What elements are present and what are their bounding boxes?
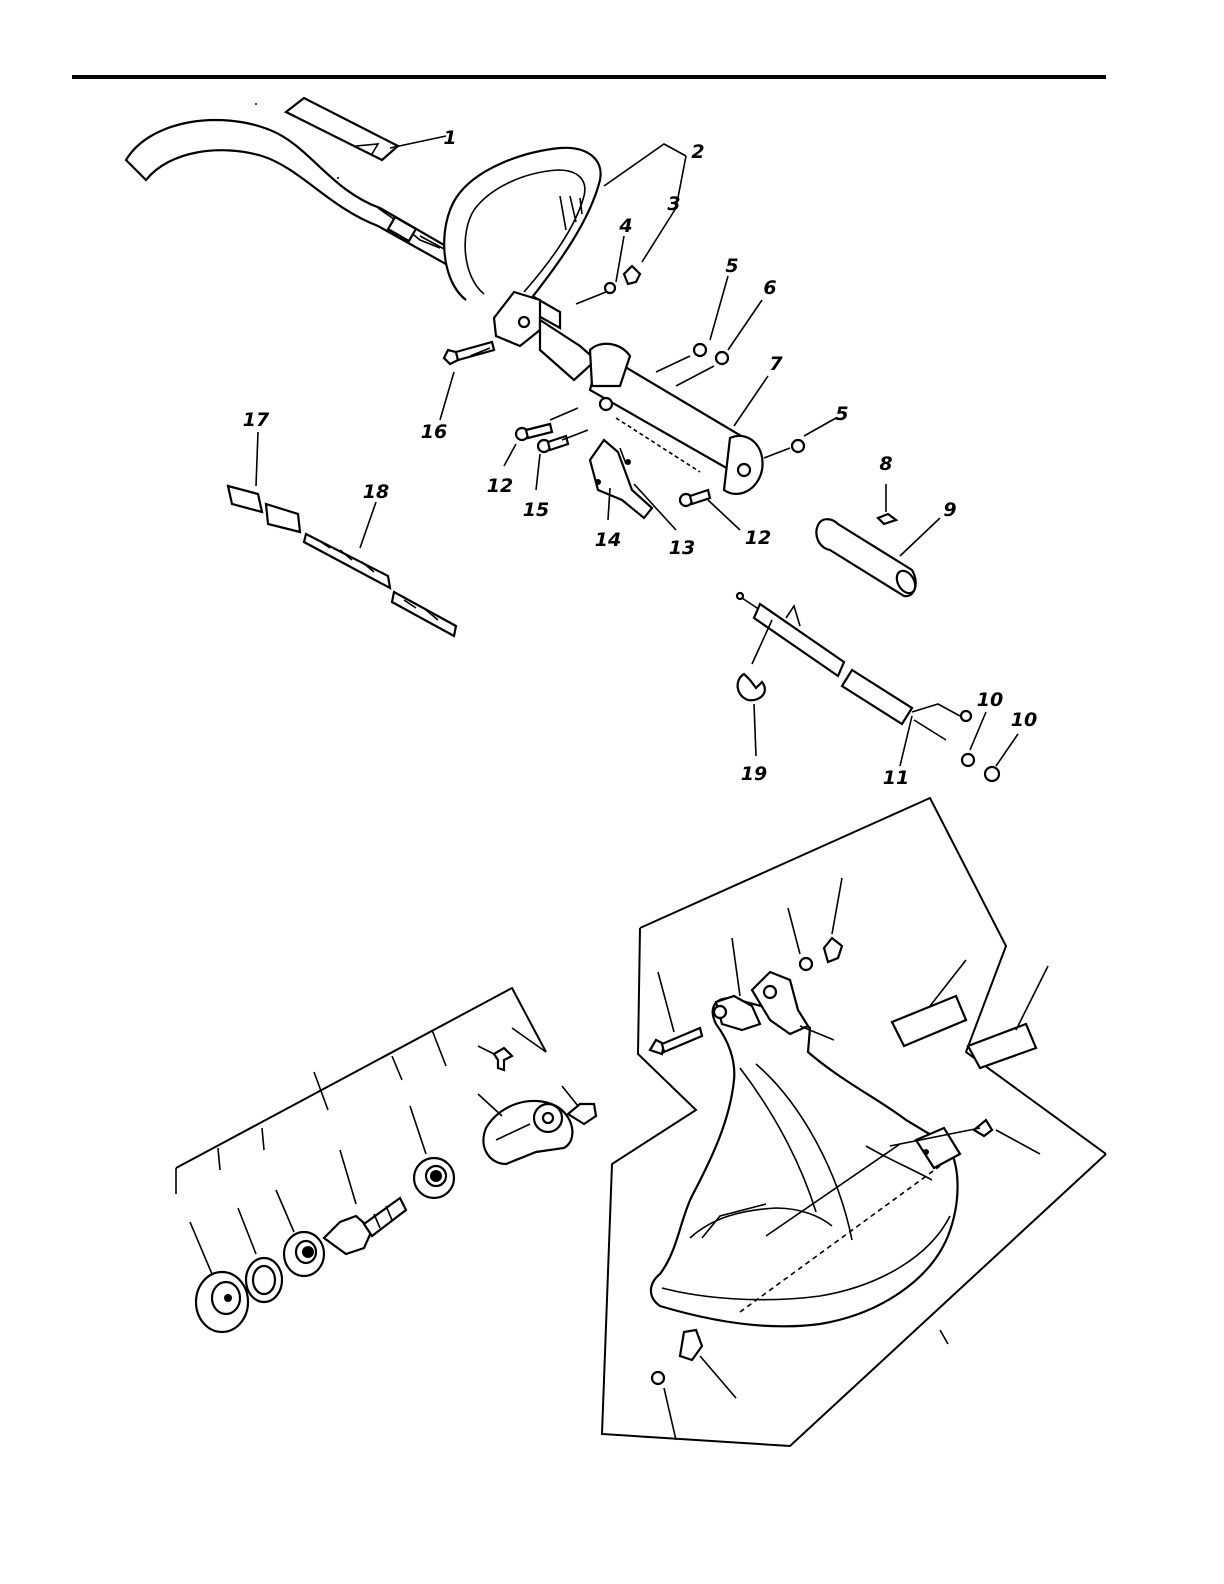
guard-assembly (602, 798, 1106, 1446)
main-shaft (540, 320, 596, 380)
callout-15: 15 (523, 499, 549, 521)
callout-14: 14 (595, 529, 621, 551)
spindle-shaft (324, 1198, 406, 1254)
trimmer-guard (651, 998, 958, 1326)
bolt-16 (444, 342, 494, 364)
washer-5a (694, 344, 706, 356)
callout-12b: 12 (745, 527, 771, 549)
throttle-cable-11 (754, 604, 844, 676)
callout-16: 16 (421, 421, 447, 443)
cutter-clip (680, 1330, 702, 1360)
bearing-lower (284, 1232, 324, 1276)
upper-shaft-assembly (126, 98, 836, 530)
snap-ring (246, 1258, 282, 1302)
gearbox-assembly (176, 988, 596, 1332)
callout-10a: 10 (977, 689, 1003, 711)
callout-1: 1 (443, 127, 456, 149)
cutter-nut (652, 1372, 664, 1384)
screw-12b (680, 490, 710, 506)
callout-3: 3 (667, 193, 680, 215)
clip-8 (878, 514, 896, 524)
gear-cup (196, 1272, 248, 1332)
spline-17a (228, 486, 262, 512)
callout-11: 11 (883, 767, 909, 789)
guard-washer (800, 958, 812, 970)
callout-10b: 10 (1011, 709, 1037, 731)
wing-nut-3 (624, 266, 640, 284)
spline-17b (266, 504, 300, 532)
nut-10b (985, 767, 999, 781)
gearbox-screw-top (494, 1048, 512, 1070)
nut-4 (605, 283, 615, 293)
screw-12a (516, 424, 552, 440)
screw-15 (538, 436, 568, 452)
callout-8: 8 (879, 453, 892, 475)
callout-19: 19 (741, 763, 767, 785)
guard-decal-2 (968, 1024, 1036, 1068)
drive-cable-assembly (228, 432, 456, 636)
drive-cable-18 (304, 534, 390, 588)
callout-5b: 5 (835, 403, 848, 425)
callout-6: 6 (763, 277, 776, 299)
tube-assembly (816, 484, 940, 596)
callout-4: 4 (618, 215, 632, 237)
callout-9: 9 (943, 499, 956, 521)
guard-decal-1 (892, 996, 966, 1046)
callout-12a: 12 (487, 475, 513, 497)
callout-17: 17 (243, 409, 270, 431)
nut-5b (792, 440, 804, 452)
callout-7: 7 (769, 353, 783, 375)
throttle-cable-assembly (737, 593, 1018, 781)
nut-10a (962, 754, 974, 766)
callout-5a: 5 (725, 255, 738, 277)
callout-13: 13 (669, 537, 695, 559)
bearing-upper (414, 1158, 454, 1198)
e-ring-19 (738, 674, 765, 700)
gearbox-bolt-side (568, 1104, 596, 1124)
callout-labels: 1 2 3 4 5 6 5 7 8 9 10 10 11 12 12 13 14… (243, 127, 1037, 789)
callout-2: 2 (691, 141, 704, 163)
nut-6 (716, 352, 728, 364)
guard-wing-nut (824, 938, 842, 962)
callout-18: 18 (363, 481, 389, 503)
